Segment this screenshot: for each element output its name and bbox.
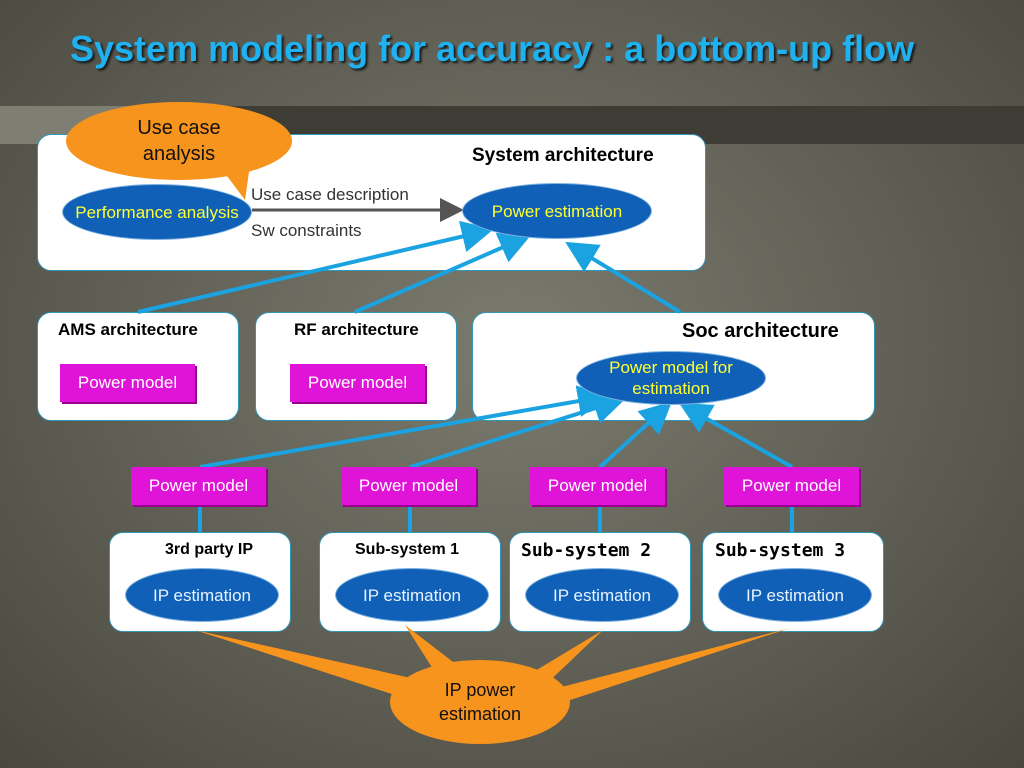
ams-power-model: Power model — [60, 364, 195, 402]
system-power-estimation-ellipse: Power estimation — [462, 183, 652, 239]
callout-pointer-sub3 — [550, 628, 790, 705]
arrow-ams-to-system — [137, 220, 494, 314]
arrow-rf-to-system — [354, 232, 532, 314]
slide-title: System modeling for accuracy : a bottom-… — [70, 28, 915, 69]
soc-power-model-ellipse: Power model for estimation — [576, 351, 766, 405]
rf-power-model: Power model — [290, 364, 425, 402]
ams-architecture-label: AMS architecture — [58, 320, 198, 339]
arrow-soc-to-system — [565, 241, 682, 314]
use-case-description-text: Use case description — [251, 185, 409, 204]
ip-power-estimation-callout: IP power estimation — [390, 660, 570, 744]
power-model-2: Power model — [341, 467, 476, 505]
soc-architecture-label: Soc architecture — [682, 320, 839, 342]
callout-pointer-3rd-party — [195, 630, 420, 700]
power-model-3: Power model — [530, 467, 665, 505]
ip-estimation-sub2: IP estimation — [525, 568, 679, 622]
system-architecture-label: System architecture — [472, 145, 654, 166]
ip-estimation-sub3: IP estimation — [718, 568, 872, 622]
rf-architecture-label: RF architecture — [294, 320, 419, 339]
use-case-analysis-callout: Use case analysis — [66, 102, 292, 180]
sw-constraints-text: Sw constraints — [251, 221, 362, 240]
subsystem-label-3rd-party: 3rd party IP — [165, 541, 254, 558]
arrow-pm3-to-soc — [598, 401, 672, 469]
subsystem-label-3: Sub-system 3 — [715, 540, 846, 561]
arrow-pm4-to-soc — [679, 403, 793, 469]
subsystem-label-2: Sub-system 2 — [521, 540, 652, 561]
power-model-4: Power model — [724, 467, 859, 505]
ip-estimation-sub1: IP estimation — [335, 568, 489, 622]
subsystem-label-1: Sub-system 1 — [355, 541, 460, 558]
performance-analysis-ellipse: Performance analysis — [62, 184, 252, 240]
arrow-pm2-to-soc — [409, 393, 626, 469]
arrow-pm1-to-soc — [199, 385, 610, 469]
power-model-1: Power model — [131, 467, 266, 505]
ip-estimation-3rd-party: IP estimation — [125, 568, 279, 622]
